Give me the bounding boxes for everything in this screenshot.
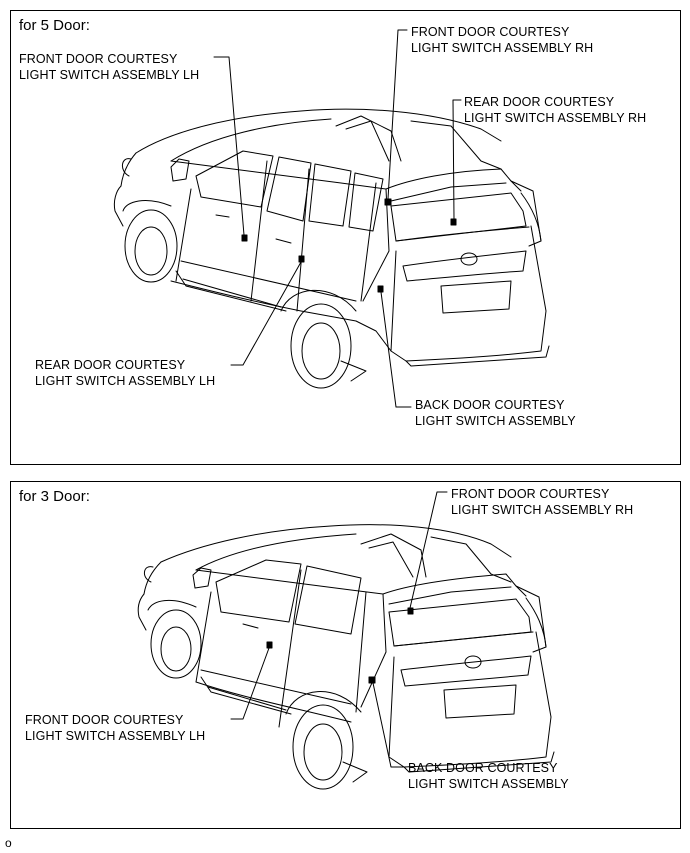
- panel-5-door: for 5 Door:: [10, 10, 681, 465]
- panel-3-door: for 3 Door:: [10, 481, 681, 829]
- footer-mark: o: [5, 836, 12, 850]
- callout-front-door-rh: FRONT DOOR COURTESY LIGHT SWITCH ASSEMBL…: [451, 487, 634, 517]
- callout-rear-door-rh: REAR DOOR COURTESY LIGHT SWITCH ASSEMBLY…: [464, 95, 647, 125]
- callout-back-door: BACK DOOR COURTESY LIGHT SWITCH ASSEMBLY: [415, 398, 576, 428]
- callout-back-door: BACK DOOR COURTESY LIGHT SWITCH ASSEMBLY: [408, 761, 569, 791]
- callout-front-door-rh: FRONT DOOR COURTESY LIGHT SWITCH ASSEMBL…: [411, 25, 594, 55]
- panel-title: for 5 Door:: [19, 17, 90, 34]
- callout-rear-door-lh: REAR DOOR COURTESY LIGHT SWITCH ASSEMBLY…: [35, 358, 216, 388]
- vehicle-illustration-5-door: [11, 11, 682, 466]
- vehicle-illustration-3-door: [11, 482, 682, 830]
- callout-front-door-lh: FRONT DOOR COURTESY LIGHT SWITCH ASSEMBL…: [25, 713, 206, 743]
- callout-front-door-lh: FRONT DOOR COURTESY LIGHT SWITCH ASSEMBL…: [19, 52, 200, 82]
- panel-title: for 3 Door:: [19, 488, 90, 505]
